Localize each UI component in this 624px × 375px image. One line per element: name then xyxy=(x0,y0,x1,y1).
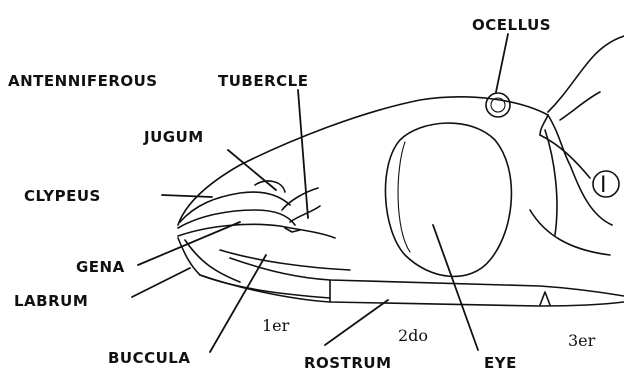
figure-number-badge: I xyxy=(593,171,619,198)
figure-number: I xyxy=(600,173,607,198)
leader-tubercle xyxy=(298,90,308,218)
label-buccula: BUCCULA xyxy=(108,349,190,367)
leader-rostrum xyxy=(325,300,388,345)
label-gena: GENA xyxy=(76,258,125,276)
leader-buccula xyxy=(210,255,266,352)
segment-label-first: 1er xyxy=(262,316,290,335)
label-ocellus: OCELLUS xyxy=(472,16,551,34)
label-jugum: JUGUM xyxy=(143,128,204,146)
leader-jugum xyxy=(228,150,276,190)
label-antenniferous: ANTENNIFEROUS xyxy=(8,72,158,90)
label-eye: EYE xyxy=(484,354,517,372)
head-outline xyxy=(178,36,624,255)
compound-eye-shape xyxy=(385,123,511,276)
label-clypeus: CLYPEUS xyxy=(24,187,101,205)
leader-gena xyxy=(138,222,240,265)
label-rostrum: ROSTRUM xyxy=(304,354,392,372)
label-labrum: LABRUM xyxy=(14,292,88,310)
leader-eye xyxy=(433,225,478,350)
leader-labrum xyxy=(132,268,190,297)
label-tubercle: TUBERCLE xyxy=(218,72,308,90)
segment-label-second: 2do xyxy=(398,326,428,345)
segment-label-third: 3er xyxy=(568,331,596,350)
ocellus-shape xyxy=(486,93,510,117)
leader-clypeus xyxy=(162,195,212,197)
rostrum-shape xyxy=(200,258,624,306)
leader-ocellus xyxy=(496,34,508,92)
anterior-plates xyxy=(178,181,335,238)
